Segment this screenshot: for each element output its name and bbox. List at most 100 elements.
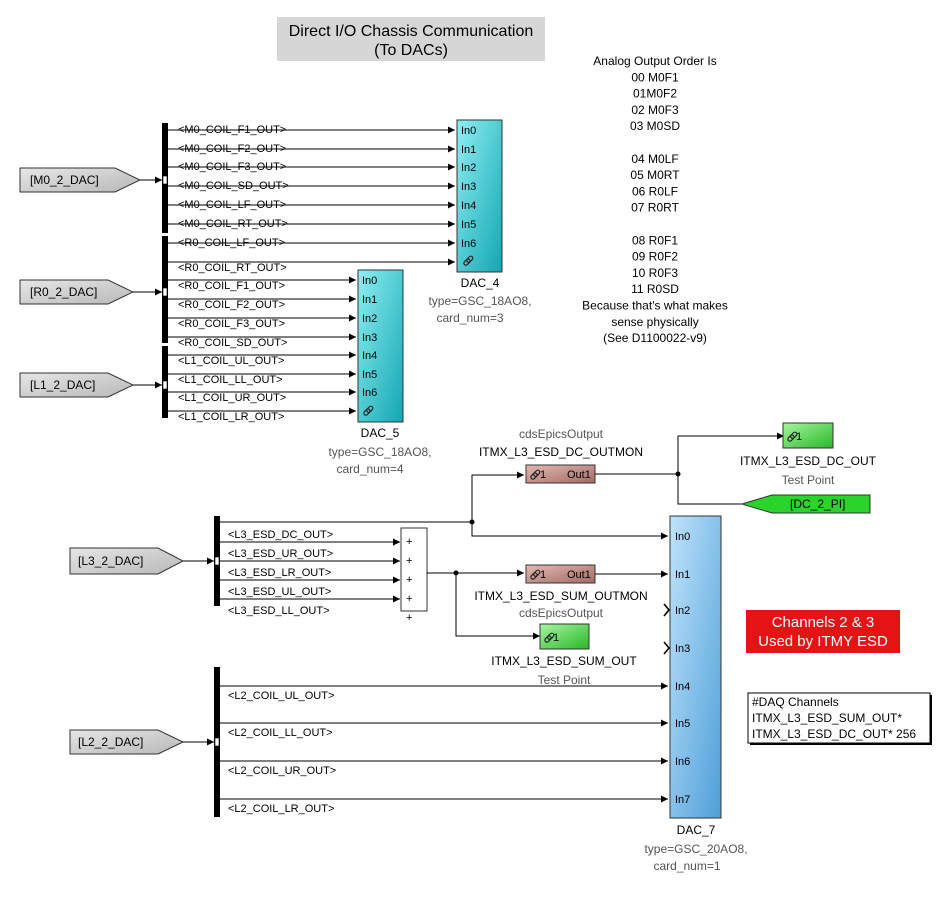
signals-l3-esd: <L3_ESD_DC_OUT><L3_ESD_UR_OUT><L3_ESD_LR…	[220, 529, 400, 617]
port-label: In4	[362, 350, 377, 362]
from-block-l3[interactable]: [L3_2_DAC]	[69, 547, 185, 575]
port-label: In5	[675, 718, 690, 730]
analog-note-line: 03 M0SD	[630, 119, 680, 133]
junction-sum	[453, 570, 459, 576]
analog-note-line: 09 R0F2	[632, 250, 678, 264]
sum-sign: +	[406, 536, 412, 548]
from-tag-l2: [L2_2_DAC]	[78, 735, 143, 749]
port-label: In6	[675, 756, 690, 768]
analog-note-line: Because that's what makes	[582, 299, 728, 313]
epics-dc-label: cdsEpicsOutput	[519, 427, 604, 441]
wire-dc-to-epics	[220, 471, 524, 523]
analog-note-line: 05 M0RT	[630, 168, 680, 182]
signal-label: <R0_COIL_F2_OUT>	[178, 299, 285, 311]
wire-sum-to-tp	[455, 573, 540, 640]
signal-label: <L1_COIL_LR_OUT>	[178, 411, 284, 423]
goto-tag: [DC_2_PI]	[790, 497, 845, 511]
signal-label: <M0_COIL_F2_OUT>	[178, 143, 286, 155]
testpoint-sum-name: ITMX_L3_ESD_SUM_OUT	[491, 654, 637, 668]
analog-note-line: 06 R0LF	[632, 184, 678, 198]
port-label: In1	[461, 144, 476, 156]
epics-sum-out-port: Out1	[567, 569, 591, 581]
signal-label: <L3_ESD_LL_OUT>	[228, 605, 330, 617]
port-label: In7	[675, 794, 690, 806]
testpoint-sum-label: Test Point	[538, 673, 591, 687]
title-background	[277, 17, 545, 61]
from-tag-l3: [L3_2_DAC]	[78, 554, 143, 568]
dac4-block[interactable]	[456, 119, 503, 273]
signal-label: <M0_COIL_LF_OUT>	[178, 199, 286, 211]
analog-output-order-note: Analog Output Order Is 00 M0F1 01M0F2 02 M0…	[582, 54, 728, 345]
analog-note-line: 00 M0F1	[631, 70, 679, 84]
analog-note-line: Analog Output Order Is	[593, 54, 716, 68]
daq-channels-box: #DAQ Channels ITMX_L3_ESD_SUM_OUT* ITMX_…	[747, 692, 932, 745]
from-block-l1[interactable]: [L1_2_DAC]	[19, 372, 135, 398]
title-line-2: (To DACs)	[374, 42, 448, 59]
epics-dc-name: ITMX_L3_ESD_DC_OUTMON	[479, 445, 643, 459]
dac5-card-num: card_num=4	[336, 462, 403, 476]
signal-label: <L2_COIL_UL_OUT>	[228, 690, 334, 702]
epics-sum-label: cdsEpicsOutput	[519, 606, 604, 620]
testpoint-dc-name: ITMX_L3_ESD_DC_OUT	[740, 454, 877, 468]
port-label: In0	[675, 531, 690, 543]
port-label: In0	[461, 125, 476, 137]
testpoint-dc-port: 1	[796, 431, 802, 443]
analog-note-line: 02 M0F3	[631, 103, 679, 117]
dac4-type: type=GSC_18AO8,	[428, 294, 531, 308]
dac7-type: type=GSC_20AO8,	[644, 842, 747, 856]
signal-label: <M0_COIL_SD_OUT>	[178, 180, 289, 192]
goto-block-dc2pi[interactable]: [DC_2_PI]	[740, 494, 871, 514]
sum-sign: +	[406, 593, 412, 605]
sum-signs: +++++	[406, 536, 412, 624]
dac7-name: DAC_7	[677, 823, 716, 837]
daq-line-2: ITMX_L3_ESD_SUM_OUT*	[752, 711, 902, 725]
signal-label: <M0_COIL_F1_OUT>	[178, 124, 286, 136]
testpoint-sum-port: 1	[553, 632, 559, 644]
junction-dc	[469, 519, 475, 525]
port-label: In3	[675, 643, 690, 655]
analog-note-line: 08 R0F1	[632, 233, 678, 247]
signal-label: <R0_COIL_RT_OUT>	[178, 262, 287, 274]
epics-dc-out-port: Out1	[567, 469, 591, 481]
port-label: In0	[362, 275, 377, 287]
wire-epics-dc-to-tp	[595, 432, 784, 475]
signal-label: <L2_COIL_LR_OUT>	[228, 803, 334, 815]
signal-label: <R0_COIL_LF_OUT>	[178, 237, 285, 249]
analog-note-line: 07 R0RT	[631, 201, 679, 215]
esd-note-line-1: Channels 2 & 3	[772, 614, 875, 631]
analog-note-line: 01M0F2	[633, 87, 677, 101]
bus-port-l2	[214, 737, 220, 747]
sum-sign: +	[406, 555, 412, 567]
esd-note-line-2: Used by ITMY ESD	[758, 633, 888, 650]
port-label: In4	[675, 681, 690, 693]
signal-label: <L3_ESD_DC_OUT>	[228, 529, 333, 541]
esd-channels-note: Channels 2 & 3 Used by ITMY ESD	[746, 610, 900, 653]
analog-note-line: 10 R0F3	[632, 266, 678, 280]
dac5-name: DAC_5	[361, 426, 400, 440]
testpoint-dc-block[interactable]	[782, 422, 834, 449]
bus-port-m0	[162, 175, 168, 185]
from-block-m0[interactable]: [M0_2_DAC]	[19, 167, 142, 193]
port-label: In3	[362, 332, 377, 344]
bus-port-l1	[162, 380, 168, 390]
testpoint-sum-block[interactable]	[539, 623, 590, 650]
epics-sum-name: ITMX_L3_ESD_SUM_OUTMON	[474, 589, 647, 603]
from-tag-r0: [R0_2_DAC]	[30, 285, 97, 299]
signals-to-dac5: <R0_COIL_RT_OUT><R0_COIL_F1_OUT><R0_COIL…	[168, 262, 356, 423]
signal-label: <M0_COIL_F3_OUT>	[178, 161, 286, 173]
signal-label: <M0_COIL_RT_OUT>	[178, 218, 288, 230]
dac7-block[interactable]	[669, 515, 722, 819]
dac5-type: type=GSC_18AO8,	[328, 445, 431, 459]
signals-l2-coil: <L2_COIL_UL_OUT><L2_COIL_LL_OUT><L2_COIL…	[220, 682, 668, 815]
dac4-name: DAC_4	[461, 276, 500, 290]
port-label: In6	[362, 387, 377, 399]
sum-block[interactable]	[400, 527, 428, 612]
analog-note-line: sense physically	[611, 315, 698, 329]
from-block-r0[interactable]: [R0_2_DAC]	[19, 279, 135, 305]
dac5-block[interactable]	[357, 269, 404, 423]
from-block-l2[interactable]: [L2_2_DAC]	[69, 729, 185, 755]
